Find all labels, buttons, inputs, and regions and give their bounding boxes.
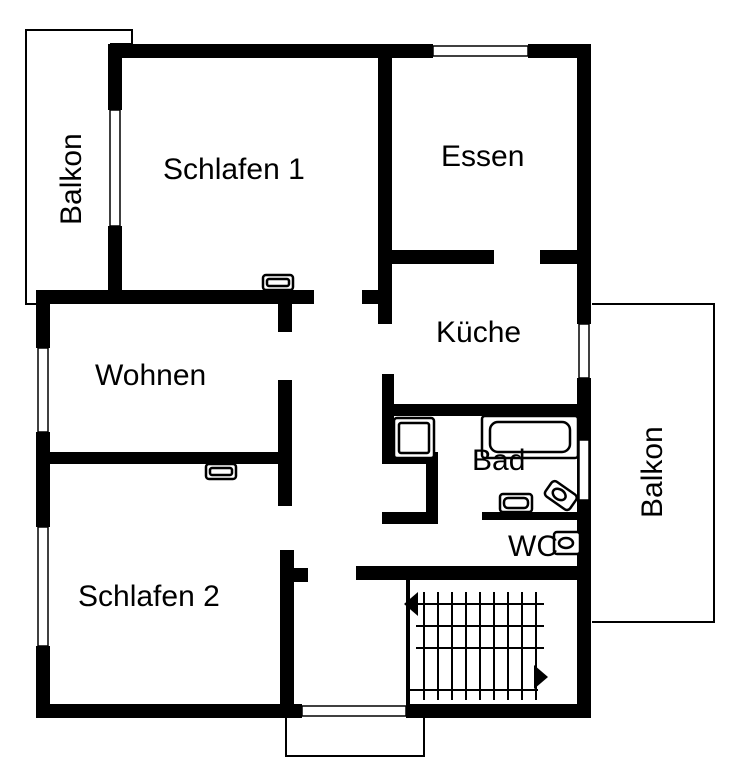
stairs bbox=[404, 592, 548, 700]
interior-walls bbox=[36, 44, 591, 718]
room-label-wc: WC bbox=[508, 530, 558, 563]
room-label-balkon-left: Balkon bbox=[55, 133, 88, 225]
room-label-wohnen: Wohnen bbox=[95, 359, 206, 392]
toilet-icon bbox=[552, 530, 582, 556]
shower-icon bbox=[392, 416, 436, 460]
outer-walls bbox=[36, 44, 591, 718]
room-label-schlafen-1: Schlafen 1 bbox=[163, 153, 305, 186]
room-label-kueche: Küche bbox=[436, 316, 521, 349]
radiator-icon bbox=[204, 462, 238, 481]
bathtub-icon bbox=[480, 414, 580, 460]
room-label-balkon-right: Balkon bbox=[636, 426, 669, 518]
room-label-essen: Essen bbox=[441, 140, 524, 173]
stairs-arrow-icon bbox=[534, 665, 548, 689]
toilet-icon bbox=[543, 479, 578, 512]
stairs-arrow-icon bbox=[404, 592, 418, 616]
room-label-schlafen-2: Schlafen 2 bbox=[78, 580, 220, 613]
balcony-right bbox=[592, 303, 715, 623]
radiator-icon bbox=[261, 273, 295, 292]
entrance-step bbox=[285, 718, 425, 757]
room-label-bad: Bad bbox=[472, 444, 525, 477]
sink-icon bbox=[498, 492, 534, 514]
